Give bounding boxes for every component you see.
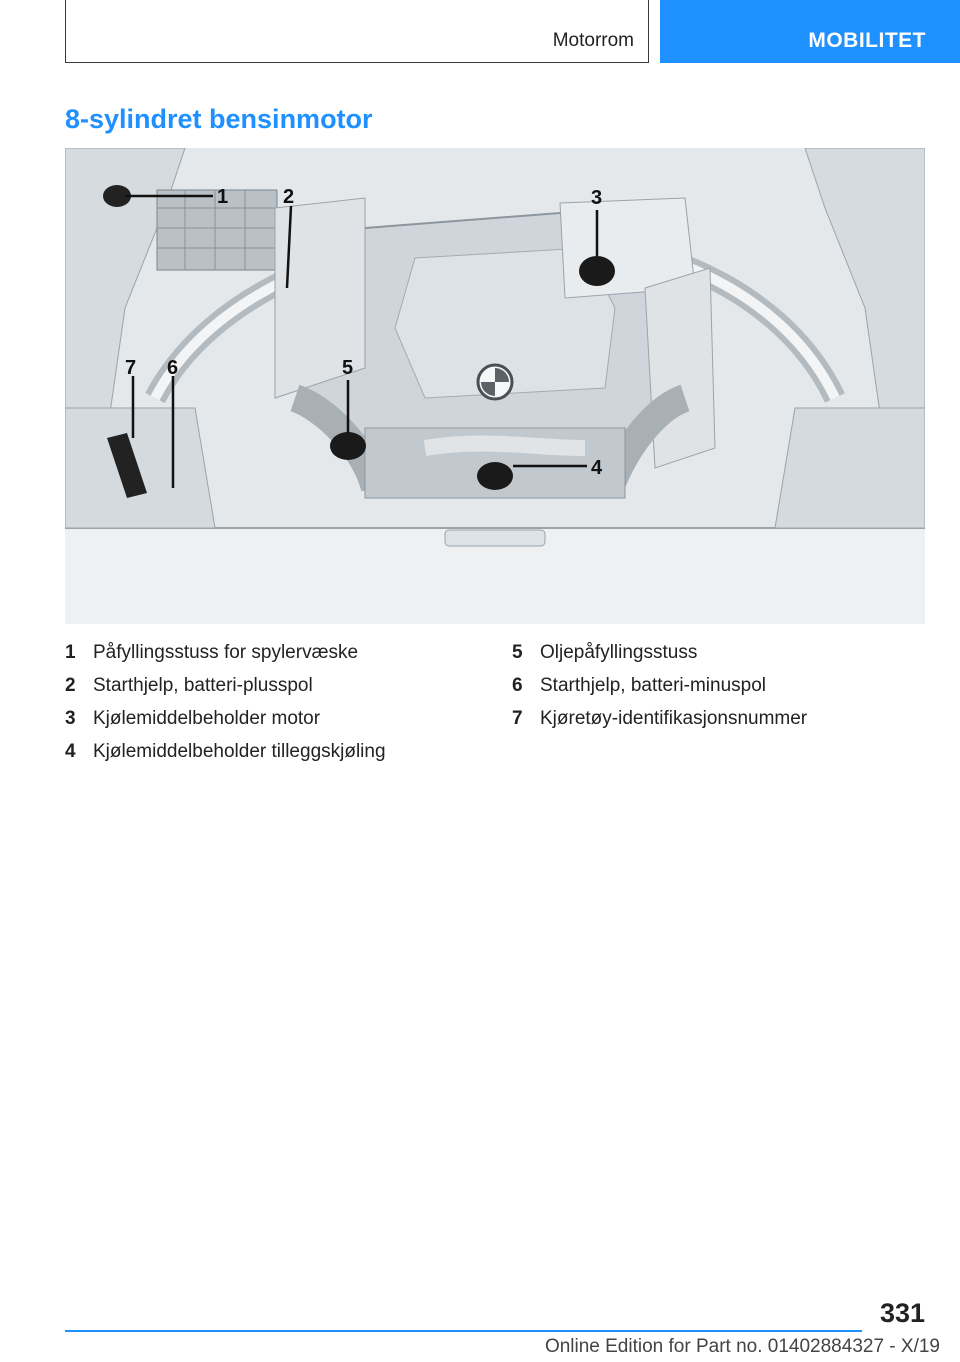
callout-4: 4 [591, 457, 603, 479]
legend-item: 2 Starthjelp, batteri-plusspol [65, 669, 386, 702]
header-section-box: Motorrom [65, 0, 649, 63]
legend-text: Oljepåfyllingsstuss [540, 641, 698, 663]
legend-number: 4 [65, 740, 76, 762]
legend-item: 5 Oljepåfyllingsstuss [512, 636, 807, 669]
legend-number: 2 [65, 674, 76, 696]
legend-text: Påfyllingsstuss for spylervæske [93, 641, 359, 663]
legend-number: 7 [512, 707, 523, 729]
legend-item: 7 Kjøretøy-identifikasjonsnummer [512, 702, 807, 735]
legend-item: 4 Kjølemiddelbeholder tilleggskjøling [65, 735, 386, 768]
page-title: 8-sylindret bensinmotor [65, 104, 373, 134]
legend-number: 6 [512, 674, 523, 696]
legend-text: Kjølemiddelbeholder motor [93, 707, 321, 729]
callout-2: 2 [283, 186, 294, 208]
legend-number: 5 [512, 641, 523, 663]
footer-edition-text: Online Edition for Part no. 01402884327 … [544, 1336, 940, 1357]
legend-number: 1 [65, 641, 76, 663]
footer-divider [65, 1330, 862, 1332]
legend-number: 3 [65, 707, 76, 729]
engine-bay-svg: 1 2 3 4 5 6 7 [65, 148, 925, 624]
legend-item: 3 Kjølemiddelbeholder motor [65, 702, 386, 735]
page-number: 331 [879, 1298, 925, 1328]
callout-5: 5 [342, 357, 353, 379]
engine-bay-illustration: 1 2 3 4 5 6 7 [65, 148, 925, 624]
callout-3: 3 [591, 187, 602, 209]
legend-left-column: 1 Påfyllingsstuss for spylervæske 2 Star… [65, 636, 386, 768]
legend-right-column: 5 Oljepåfyllingsstuss 6 Starthjelp, batt… [512, 636, 807, 735]
header-chapter-tab[interactable]: MOBILITET [660, 0, 960, 63]
legend-item: 6 Starthjelp, batteri-minuspol [512, 669, 807, 702]
legend-item: 1 Påfyllingsstuss for spylervæske [65, 636, 386, 669]
legend-text: Kjøretøy-identifikasjonsnummer [540, 707, 808, 729]
callout-6: 6 [167, 357, 178, 379]
callout-7: 7 [125, 357, 136, 379]
header-chapter-label: MOBILITET [808, 28, 926, 52]
header-section-title: Motorrom [552, 30, 634, 51]
legend-text: Starthjelp, batteri-minuspol [540, 674, 766, 696]
legend-text: Kjølemiddelbeholder tilleggskjøling [93, 740, 386, 762]
callout-1: 1 [217, 186, 228, 208]
legend-text: Starthjelp, batteri-plusspol [93, 674, 313, 696]
